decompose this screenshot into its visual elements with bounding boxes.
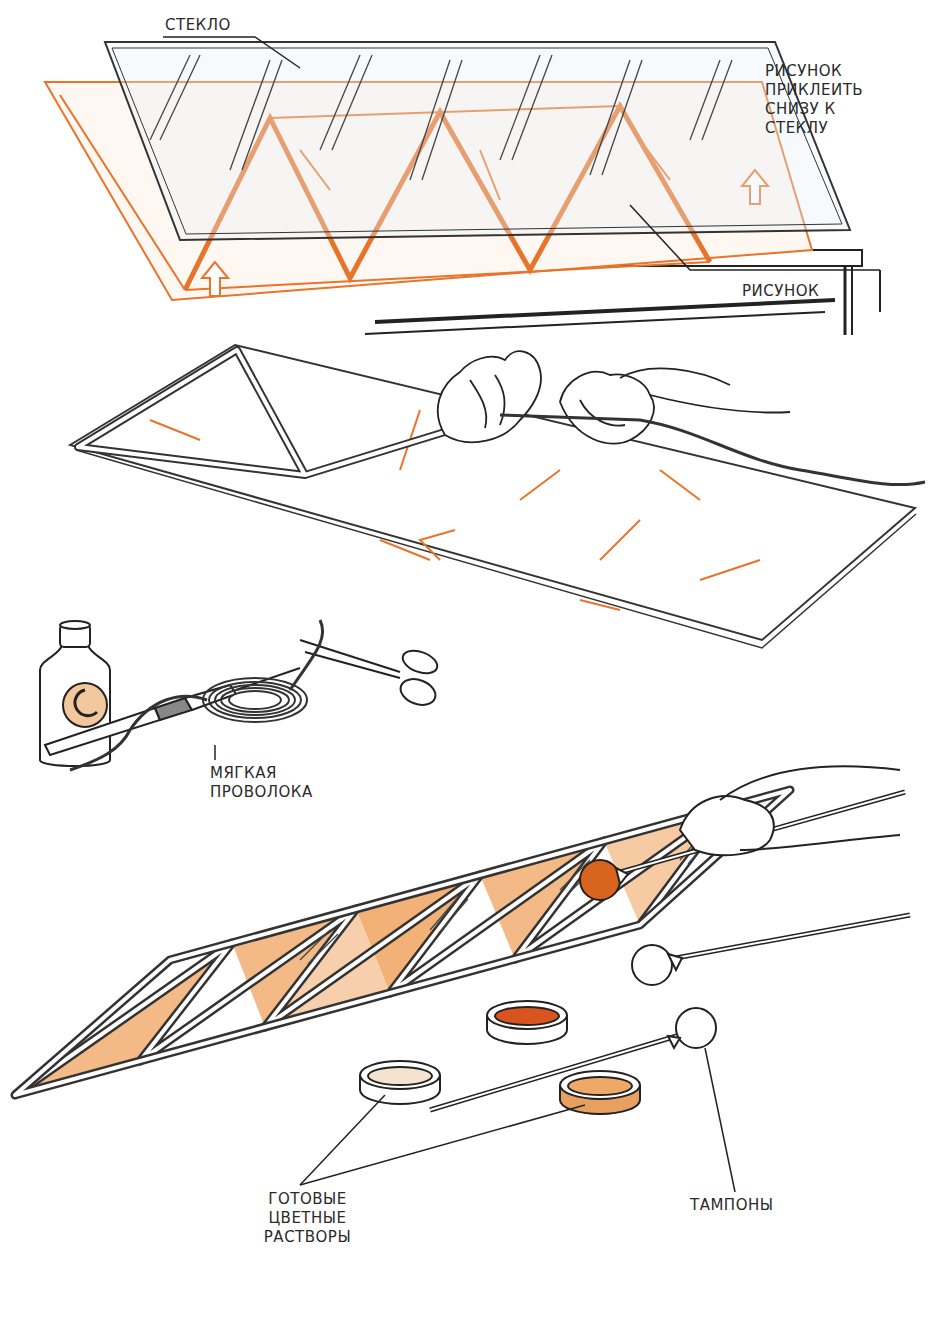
part-label: ТАМПОНЫ: [690, 1196, 773, 1215]
scissors: [300, 640, 440, 709]
wire-triangle: [78, 350, 500, 475]
solution-dishes: [360, 1001, 640, 1114]
part-label: МЯГКАЯ ПРОВОЛОКА: [210, 764, 360, 802]
hands: [438, 351, 790, 443]
wire-end: [500, 415, 925, 485]
leader-lines: [300, 1048, 735, 1192]
leader-line: [214, 745, 216, 760]
tampon-in-hand: [580, 766, 905, 900]
part-label: ГОТОВЫЕ ЦВЕТНЫЕ РАСТВОРЫ: [240, 1190, 375, 1247]
wire-zigzag: [15, 790, 790, 1095]
glass-sheet: [105, 42, 850, 240]
glass-hatching: [300, 830, 713, 964]
glass-plate: [70, 345, 916, 648]
part-label: РИСУНОК: [742, 282, 819, 301]
brush: [45, 668, 300, 755]
spare-tampons: [430, 915, 910, 1110]
glass-plate: [15, 790, 790, 1095]
wire-coil: [70, 620, 323, 770]
part-label: СТЕКЛО: [165, 16, 231, 35]
part-label: РИСУНОК ПРИКЛЕИТЬ СНИЗУ К СТЕКЛУ: [765, 62, 895, 138]
